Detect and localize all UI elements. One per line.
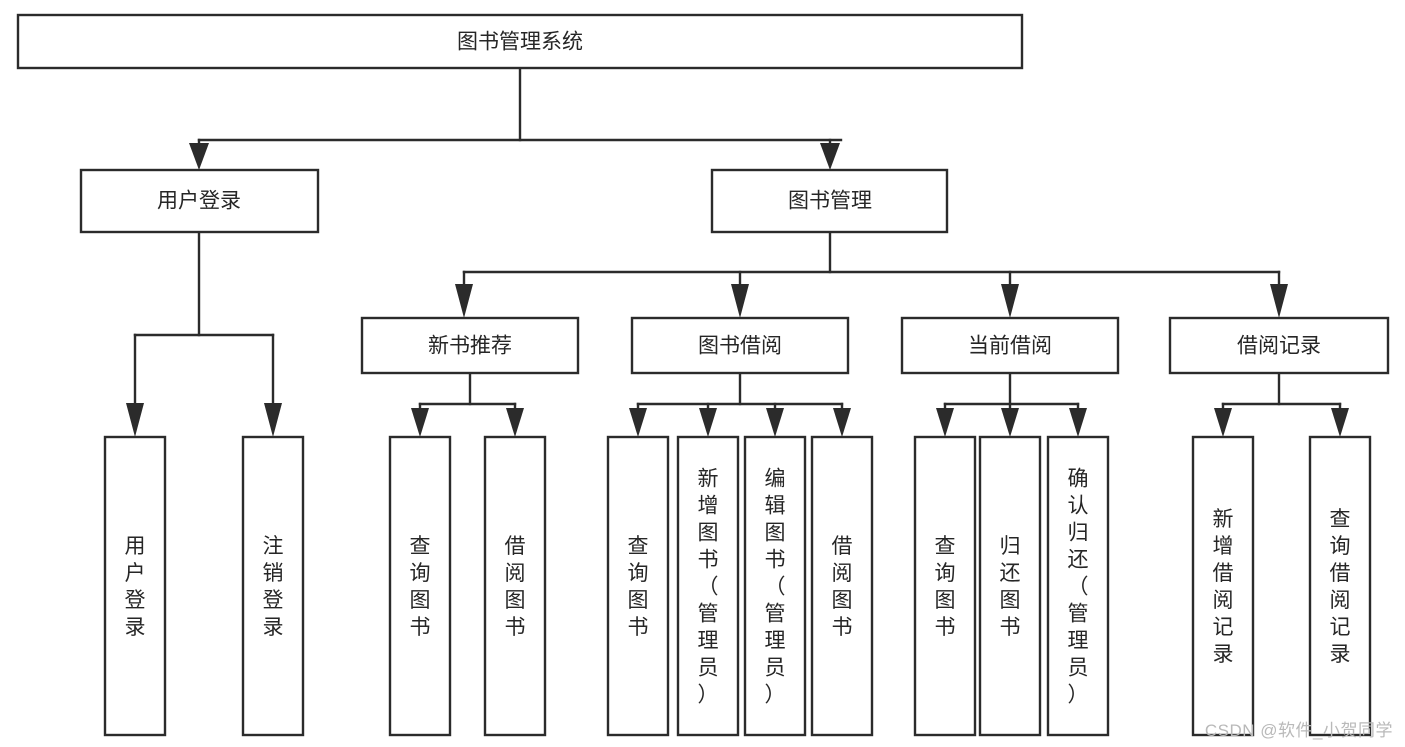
node-leaf-query-record-label: 查询借阅记录 [1330, 508, 1351, 666]
arrow-head-leaf-query-book-2 [629, 408, 647, 437]
node-leaf-add-record-box[interactable] [1191, 435, 1255, 737]
node-borrow-record-label: 借阅记录 [1237, 335, 1321, 358]
node-leaf-add-book-box[interactable] [676, 435, 740, 737]
arrow-head-book-manage [820, 143, 840, 170]
node-leaf-logout-box[interactable] [241, 435, 305, 737]
node-root-label: 图书管理系统 [457, 31, 583, 54]
node-leaf-user-login-label: 用户登录 [125, 535, 146, 639]
node-leaf-query-book-1-label: 查询图书 [410, 535, 431, 639]
node-leaf-borrow-book-2-box[interactable] [810, 435, 874, 737]
node-user-login[interactable]: 用户登录 [79, 168, 320, 234]
node-book-borrow-box[interactable] [630, 316, 850, 375]
arrow-head-leaf-return-book [1001, 408, 1019, 437]
node-leaf-query-book-1[interactable]: 查询图书 [388, 435, 452, 737]
node-leaf-add-book-label: 新增图书（管理员） [698, 468, 719, 707]
node-leaf-query-book-3-label: 查询图书 [935, 535, 956, 639]
arrow-head-leaf-query-book-1 [411, 408, 429, 437]
csdn-watermark: CSDN @软件_小贺同学 [1204, 721, 1393, 740]
arrow-head-leaf-query-book-3 [936, 408, 954, 437]
node-leaf-return-book[interactable]: 归还图书 [978, 435, 1042, 737]
arrow-head-leaf-add-record [1214, 408, 1232, 437]
node-leaf-user-login-box[interactable] [103, 435, 167, 737]
node-borrow-record[interactable]: 借阅记录 [1168, 316, 1390, 375]
arrow-head-leaf-confirm-return [1069, 408, 1087, 437]
node-leaf-logout[interactable]: 注销登录 [241, 435, 305, 737]
node-leaf-confirm-return-box[interactable] [1046, 435, 1110, 737]
arrow-head-leaf-logout [264, 403, 282, 437]
node-leaf-query-book-3[interactable]: 查询图书 [913, 435, 977, 737]
arrow-head-new-book-rec [455, 284, 473, 318]
node-leaf-add-record-label: 新增借阅记录 [1213, 508, 1234, 666]
arrow-head-leaf-add-book [699, 408, 717, 437]
node-leaf-logout-label: 注销登录 [263, 535, 284, 639]
node-book-borrow[interactable]: 图书借阅 [630, 316, 850, 375]
arrow-head-book-borrow [731, 284, 749, 318]
node-leaf-return-book-box[interactable] [978, 435, 1042, 737]
arrow-head-current-borrow [1001, 284, 1019, 318]
node-leaf-borrow-book-1[interactable]: 借阅图书 [483, 435, 547, 737]
node-leaf-edit-book[interactable]: 编辑图书（管理员） [743, 435, 807, 737]
arrow-head-leaf-borrow-book-2 [833, 408, 851, 437]
node-book-manage-label: 图书管理 [788, 190, 872, 213]
node-leaf-add-book[interactable]: 新增图书（管理员） [676, 435, 740, 737]
node-leaf-query-record[interactable]: 查询借阅记录 [1308, 435, 1372, 737]
connector-user-login-to-leaves [126, 230, 282, 437]
node-current-borrow-label: 当前借阅 [968, 335, 1052, 358]
arrow-head-leaf-borrow-book-1 [506, 408, 524, 437]
node-leaf-query-book-2-box[interactable] [606, 435, 670, 737]
node-leaf-query-book-2[interactable]: 查询图书 [606, 435, 670, 737]
node-current-borrow[interactable]: 当前借阅 [900, 316, 1120, 375]
node-leaf-borrow-book-2-label: 借阅图书 [832, 535, 853, 639]
node-leaf-borrow-book-1-label: 借阅图书 [505, 535, 526, 639]
node-leaf-query-book-2-label: 查询图书 [628, 535, 649, 639]
node-leaf-query-book-3-box[interactable] [913, 435, 977, 737]
node-user-login-label: 用户登录 [157, 190, 241, 213]
node-root[interactable]: 图书管理系统 [16, 13, 1024, 70]
connector-borrow-record-to-leaves [1214, 371, 1349, 437]
node-book-manage[interactable]: 图书管理 [710, 168, 949, 234]
connector-current-borrow-to-leaves [936, 371, 1087, 437]
node-leaf-edit-book-label: 编辑图书（管理员） [765, 468, 786, 707]
node-new-book-rec-box[interactable] [360, 316, 580, 375]
arrow-head-leaf-user-login [126, 403, 144, 437]
node-leaf-borrow-book-1-box[interactable] [483, 435, 547, 737]
node-user-login-box[interactable] [79, 168, 320, 234]
node-leaf-confirm-return-label: 确认归还（管理员） [1068, 468, 1089, 707]
node-current-borrow-box[interactable] [900, 316, 1120, 375]
node-book-manage-box[interactable] [710, 168, 949, 234]
arrow-head-leaf-query-record [1331, 408, 1349, 437]
node-leaf-query-record-box[interactable] [1308, 435, 1372, 737]
connector-new-book-rec-to-leaves [411, 371, 524, 437]
connector-root-to-level2 [189, 66, 843, 170]
node-new-book-rec-label: 新书推荐 [428, 335, 512, 358]
connector-book-borrow-to-leaves [629, 371, 851, 437]
node-leaf-add-record[interactable]: 新增借阅记录 [1191, 435, 1255, 737]
node-root-box[interactable] [16, 13, 1024, 70]
node-leaf-confirm-return[interactable]: 确认归还（管理员） [1046, 435, 1110, 737]
node-leaf-borrow-book-2[interactable]: 借阅图书 [810, 435, 874, 737]
node-new-book-rec[interactable]: 新书推荐 [360, 316, 580, 375]
node-borrow-record-box[interactable] [1168, 316, 1390, 375]
arrow-head-borrow-record [1270, 284, 1288, 318]
connector-book-manage-to-level3 [455, 230, 1288, 318]
node-book-borrow-label: 图书借阅 [698, 335, 782, 358]
arrow-head-user-login [189, 143, 209, 170]
node-leaf-query-book-1-box[interactable] [388, 435, 452, 737]
node-leaf-user-login[interactable]: 用户登录 [103, 435, 167, 737]
node-leaf-edit-book-box[interactable] [743, 435, 807, 737]
arrow-head-leaf-edit-book [766, 408, 784, 437]
node-leaf-return-book-label: 归还图书 [1000, 535, 1021, 639]
